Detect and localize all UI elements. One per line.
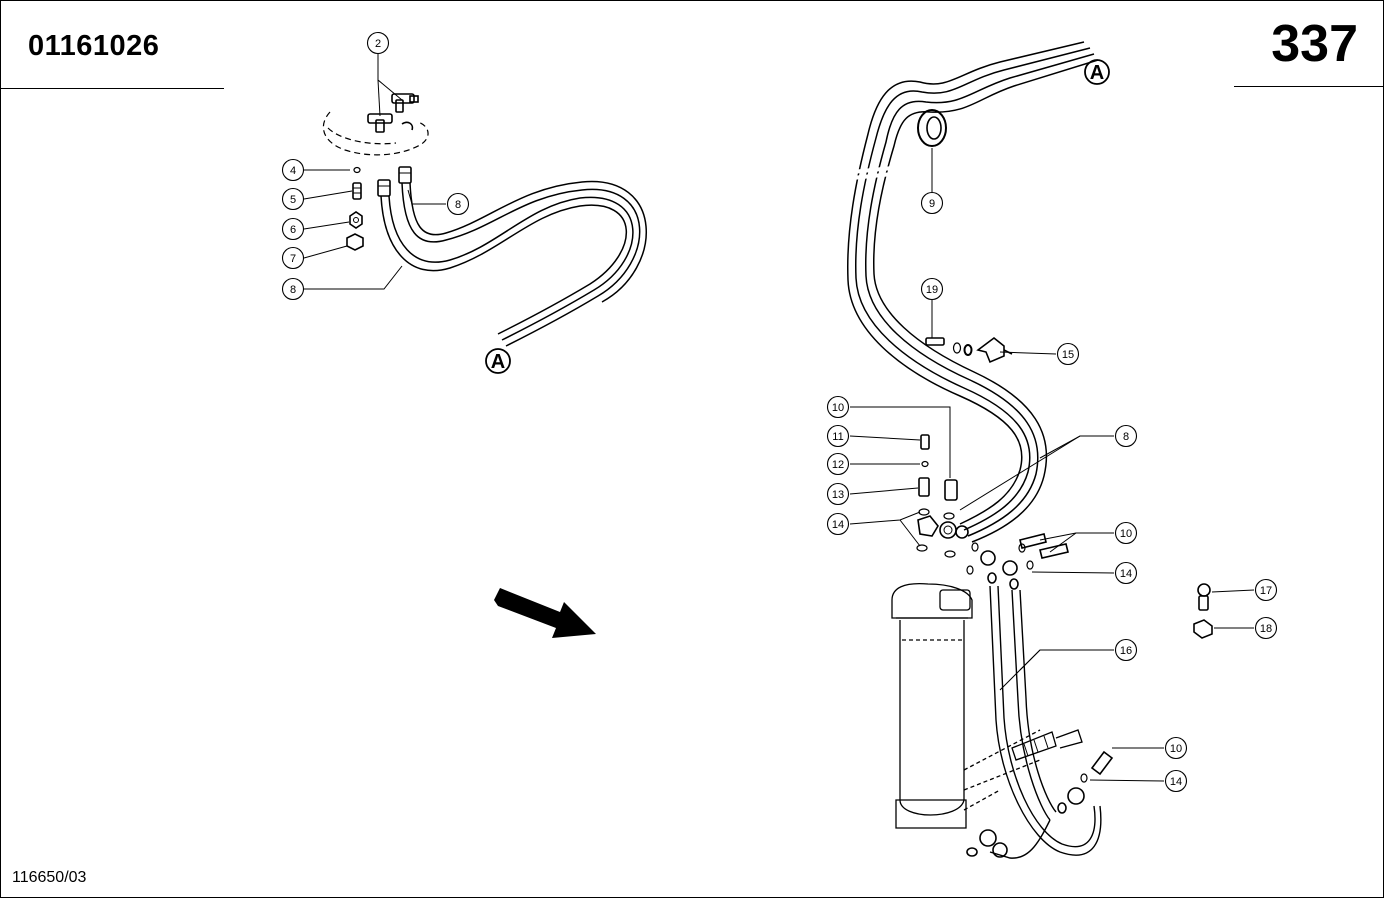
drawing-reference: 116650/03 — [12, 869, 87, 886]
callout-10-lower-label: 10 — [1170, 743, 1182, 755]
callout-14-left-label: 14 — [832, 519, 844, 531]
connection-marker-right: A — [1084, 59, 1110, 85]
right-assembly: A — [846, 41, 1255, 859]
callout-2-label: 2 — [375, 38, 381, 50]
callout-10-upper: 10 — [826, 395, 850, 419]
callout-17: 17 — [1254, 578, 1278, 602]
cap-7 — [346, 233, 364, 251]
callout-8-right-label: 8 — [1123, 431, 1129, 443]
callout-10-middle: 10 — [1114, 521, 1138, 545]
callout-14-middle: 14 — [1114, 561, 1138, 585]
bolt-17 — [1197, 583, 1211, 611]
nut-6 — [349, 211, 363, 229]
connection-marker-right-label: A — [1090, 62, 1104, 84]
header-rule-left — [0, 88, 224, 89]
hose-right-main — [846, 41, 1099, 543]
callout-2: 2 — [366, 31, 390, 55]
callout-6-label: 6 — [290, 224, 296, 236]
callout-4-label: 4 — [290, 165, 296, 177]
callout-9: 9 — [920, 191, 944, 215]
left-assembly: A — [303, 54, 647, 374]
callout-8-upper-left-label: 8 — [455, 199, 461, 211]
banjo-bolt-10c — [1090, 750, 1114, 776]
hose-16 — [989, 585, 1102, 859]
callout-11: 11 — [826, 424, 850, 448]
direction-arrow — [494, 588, 596, 638]
callouts: 2 4 5 6 7 8 8 9 19 15 10 11 12 13 14 — [281, 31, 1278, 793]
dashed-housing-outline — [322, 111, 429, 156]
callout-18-label: 18 — [1260, 623, 1272, 635]
callout-12: 12 — [826, 452, 850, 476]
o-ring-4 — [353, 166, 361, 174]
callout-13-label: 13 — [832, 489, 844, 501]
callout-14-lower: 14 — [1164, 769, 1188, 793]
callout-17-label: 17 — [1260, 585, 1272, 597]
callout-15: 15 — [1056, 342, 1080, 366]
bolt-11 — [920, 434, 930, 450]
callout-8-lower-left: 8 — [281, 277, 305, 301]
clamp-15 — [976, 336, 1005, 364]
callout-16: 16 — [1114, 638, 1138, 662]
callout-14-left: 14 — [826, 512, 850, 536]
callout-19-label: 19 — [926, 284, 938, 296]
callout-10-upper-label: 10 — [832, 402, 844, 414]
callout-8-upper-left: 8 — [446, 192, 470, 216]
header-rule-right — [1234, 86, 1384, 87]
banjo-bolt-10a — [944, 479, 958, 501]
hose-left — [380, 180, 647, 347]
callout-14-lower-label: 14 — [1170, 776, 1182, 788]
grommet-9 — [917, 109, 947, 147]
connection-marker-left-label: A — [491, 351, 505, 373]
callout-12-label: 12 — [832, 459, 844, 471]
callout-18: 18 — [1254, 616, 1278, 640]
washer-12 — [921, 460, 929, 468]
banjo-bolt-10b — [1019, 533, 1047, 549]
callout-7: 7 — [281, 246, 305, 270]
callout-14-middle-label: 14 — [1120, 568, 1132, 580]
connection-marker-left: A — [485, 348, 511, 374]
callout-15-label: 15 — [1062, 349, 1074, 361]
callout-5-label: 5 — [290, 194, 296, 206]
bolt-13 — [918, 477, 930, 497]
callout-13: 13 — [826, 482, 850, 506]
document-number: 01161026 — [28, 30, 160, 62]
callout-11-label: 11 — [832, 431, 843, 443]
t-fitting-upper — [391, 93, 419, 113]
callout-6: 6 — [281, 217, 305, 241]
callout-5: 5 — [281, 187, 305, 211]
callout-8-lower-left-label: 8 — [290, 284, 296, 296]
callout-10-middle-label: 10 — [1120, 528, 1132, 540]
callout-8-right: 8 — [1114, 424, 1138, 448]
right-leader-lines — [849, 148, 1255, 782]
cap-18 — [1193, 619, 1213, 639]
oil-filter-housing — [891, 582, 1083, 829]
callout-4: 4 — [281, 158, 305, 182]
callout-10-lower: 10 — [1164, 736, 1188, 760]
callout-7-label: 7 — [290, 253, 296, 265]
page-number: 337 — [1271, 15, 1358, 73]
callout-19: 19 — [920, 277, 944, 301]
bolt-19 — [925, 337, 945, 346]
t-fitting-lower — [367, 113, 414, 133]
nipple-5 — [352, 182, 362, 200]
callout-16-label: 16 — [1120, 645, 1132, 657]
left-leader-lines — [303, 54, 446, 290]
callout-9-label: 9 — [929, 198, 935, 210]
